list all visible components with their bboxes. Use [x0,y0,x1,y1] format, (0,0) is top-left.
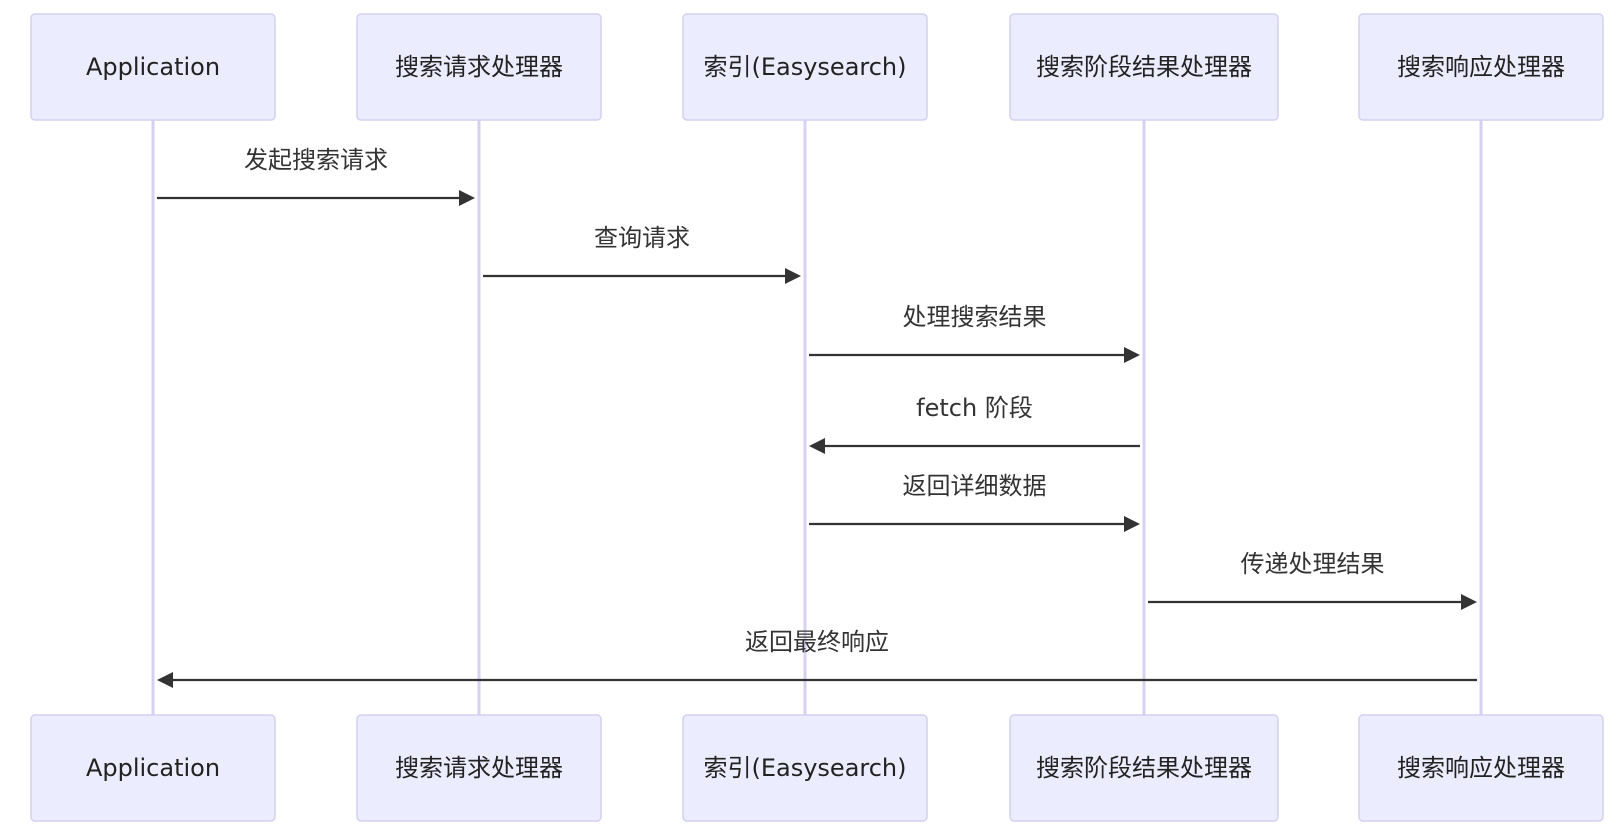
actor-bottom-phase: 搜索阶段结果处理器 [1009,714,1279,822]
message-label: 返回最终响应 [745,628,889,656]
actors-top: Application 搜索请求处理器 索引(Easysearch) 搜索阶段结果处理… [30,13,1604,121]
message-label: 处理搜索结果 [903,303,1047,331]
message-7: 返回最终响应 [157,628,1477,688]
actor-bottom-req: 搜索请求处理器 [356,714,602,822]
actor-top-idx: 索引(Easysearch) [682,13,928,121]
lifelines [151,120,1483,715]
actor-box [356,714,602,822]
message-arrowhead [1124,347,1140,363]
message-arrowhead [809,438,825,454]
actor-box [356,13,602,121]
actor-top-app: Application [30,13,276,121]
actor-label: 搜索请求处理器 [395,754,563,782]
message-label: 发起搜索请求 [244,146,388,174]
actor-label: 搜索请求处理器 [395,53,563,81]
actors-bottom: Application 搜索请求处理器 索引(Easysearch) 搜索阶段结果处理… [30,714,1604,822]
message-label: 传递处理结果 [1241,550,1385,578]
actor-label: 搜索响应处理器 [1397,754,1565,782]
actor-box [1009,714,1279,822]
message-6: 传递处理结果 [1148,550,1477,610]
message-arrowhead [1461,594,1477,610]
message-1: 发起搜索请求 [157,146,475,206]
actor-top-phase: 搜索阶段结果处理器 [1009,13,1279,121]
actor-label: Application [86,754,220,782]
actor-box [682,13,928,121]
message-label: fetch 阶段 [916,394,1033,422]
actor-label: 搜索阶段结果处理器 [1036,754,1252,782]
actor-bottom-idx: 索引(Easysearch) [682,714,928,822]
actor-box [1358,714,1604,822]
actor-box [1009,13,1279,121]
actor-box [30,13,276,121]
message-2: 查询请求 [483,224,801,284]
actor-label: 索引(Easysearch) [703,754,906,782]
message-label: 查询请求 [594,224,690,252]
actor-box [1358,13,1604,121]
message-3: 处理搜索结果 [809,303,1140,363]
message-arrowhead [785,268,801,284]
actor-label: 搜索响应处理器 [1397,53,1565,81]
actor-bottom-app: Application [30,714,276,822]
actor-bottom-resp: 搜索响应处理器 [1358,714,1604,822]
message-label: 返回详细数据 [903,472,1047,500]
message-arrowhead [157,672,173,688]
actor-box [682,714,928,822]
message-4: fetch 阶段 [809,394,1140,454]
message-arrowhead [1124,516,1140,532]
actor-label: 索引(Easysearch) [703,53,906,81]
message-5: 返回详细数据 [809,472,1140,532]
actor-top-resp: 搜索响应处理器 [1358,13,1604,121]
actor-top-req: 搜索请求处理器 [356,13,602,121]
actor-box [30,714,276,822]
actor-label: 搜索阶段结果处理器 [1036,53,1252,81]
actor-label: Application [86,53,220,81]
message-arrowhead [459,190,475,206]
